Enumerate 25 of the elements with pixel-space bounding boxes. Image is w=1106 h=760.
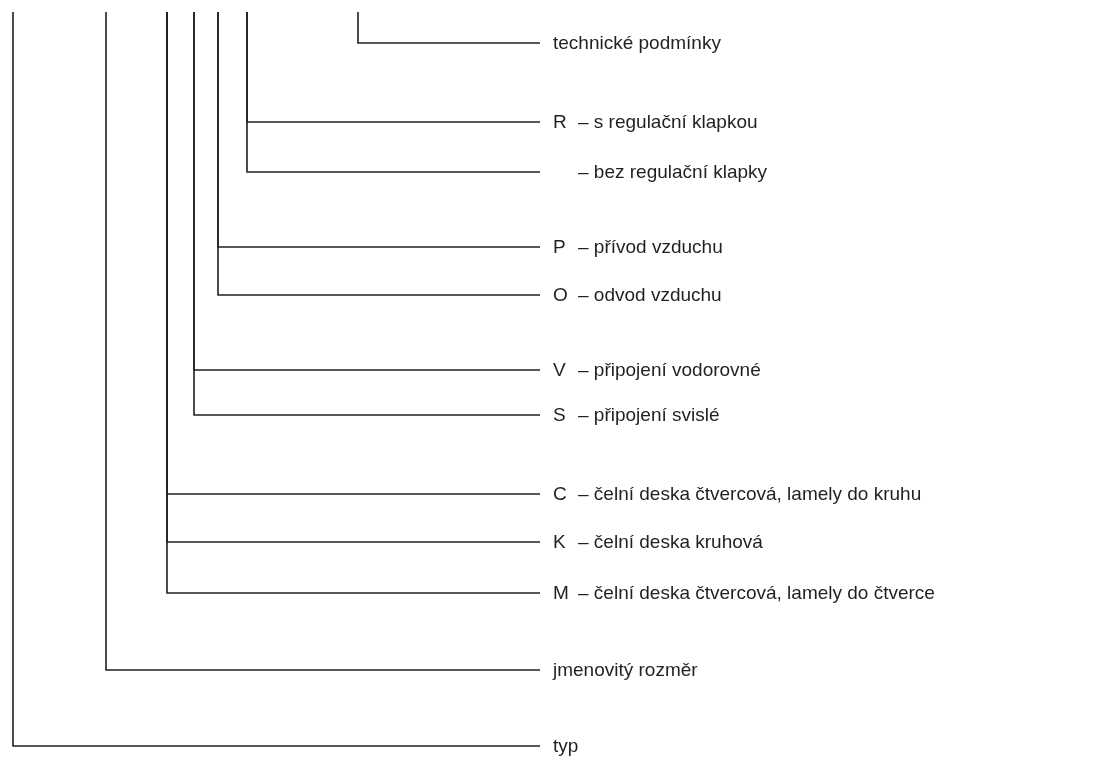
leader-line <box>105 11 541 671</box>
leader-line <box>357 11 541 44</box>
description-text: – čelní deska kruhová <box>578 531 763 553</box>
code-letter: O <box>553 284 569 306</box>
leader-line <box>246 11 541 173</box>
description-text: jmenovitý rozměr <box>553 659 698 681</box>
description-text: technické podmínky <box>553 32 721 54</box>
code-letter: V <box>553 359 567 381</box>
description-text: typ <box>553 735 579 757</box>
description-text: – čelní deska čtvercová, lamely do čtverce <box>578 582 935 604</box>
description-text: – čelní deska čtvercová, lamely do kruhu <box>578 483 922 505</box>
description-text: – přívod vzduchu <box>578 236 723 258</box>
code-letter: P <box>553 236 567 258</box>
description-text: – odvod vzduchu <box>578 284 722 306</box>
leader-line <box>217 11 541 296</box>
description-text: – s regulační klapkou <box>578 111 758 133</box>
description-text: – připojení svislé <box>578 404 720 426</box>
code-letter: M <box>553 582 570 604</box>
code-letter: C <box>553 483 568 505</box>
leader-line <box>12 11 541 747</box>
description-text: – bez regulační klapky <box>578 161 768 183</box>
code-letter: S <box>553 404 567 426</box>
description-text: – připojení vodorovné <box>578 359 761 381</box>
code-letter: K <box>553 531 567 553</box>
code-letter: R <box>553 111 568 133</box>
